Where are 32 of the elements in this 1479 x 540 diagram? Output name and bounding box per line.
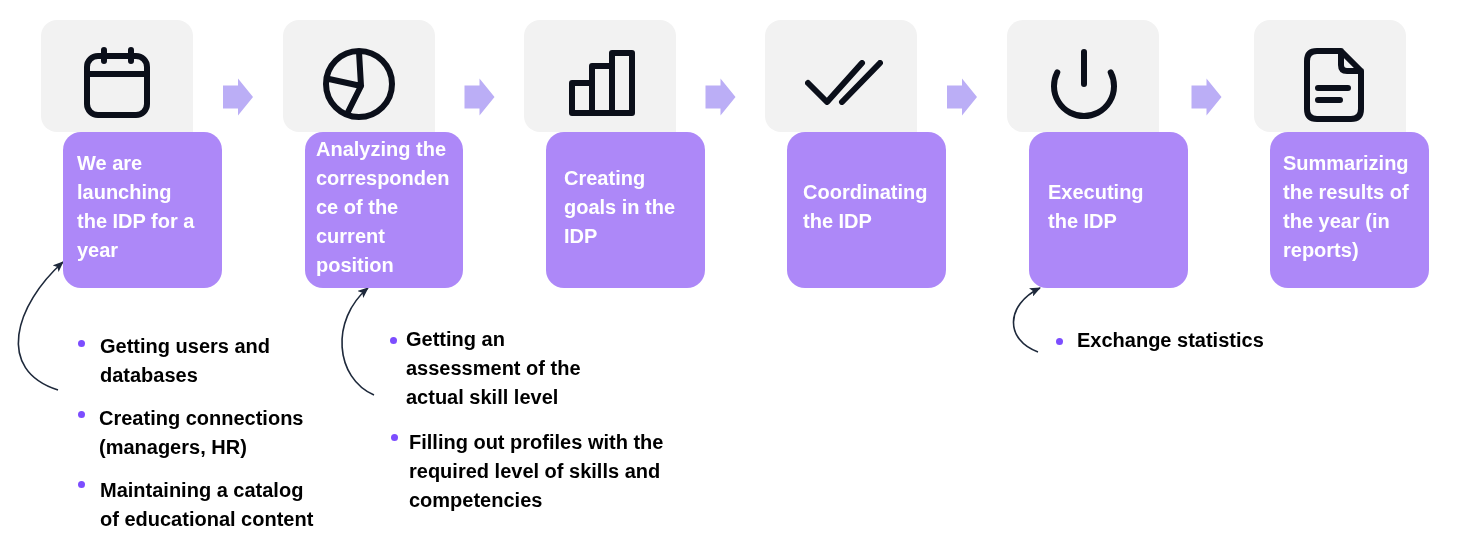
step-label: Executing the IDP [1048, 180, 1145, 234]
step-card [1270, 132, 1429, 288]
block-arrow [705, 78, 736, 116]
step-label: Creating goals in the IDP [564, 165, 677, 249]
step-card [787, 132, 946, 288]
bullet-text: Getting users and databases [100, 334, 272, 388]
curved-arrow [1012, 287, 1041, 353]
block-arrow [947, 78, 977, 116]
icon-tile [524, 20, 676, 132]
bullet-text: Maintaining a catalog of educational content [100, 478, 315, 532]
step-card [63, 132, 222, 288]
step-label: We are launching the IDP for a year [77, 151, 196, 263]
block-arrow [1191, 78, 1222, 116]
step-label: Coordinating the IDP [803, 180, 929, 234]
bullet-text: Exchange statistics [1077, 328, 1265, 353]
block-arrow [223, 78, 253, 116]
step-label: Summarizing the results of the year (in reports) [1283, 151, 1410, 263]
icon-tile [765, 20, 917, 132]
bullet-text: Filling out profiles with the required level of skills and competencies [409, 430, 665, 513]
icon-tile [1254, 20, 1406, 132]
icon-tile [41, 20, 193, 132]
block-arrow [464, 78, 495, 116]
bullet-text: Getting an assessment of the actual skill level [406, 327, 582, 410]
curved-arrow [341, 287, 375, 396]
step-card [1029, 132, 1188, 288]
icon-tile [1007, 20, 1159, 132]
step-label: Analyzing the correspondence of the current position [316, 136, 451, 278]
step-card [305, 132, 463, 288]
bullet-text: Creating connections (managers, HR) [99, 406, 305, 460]
icon-tile [283, 20, 435, 132]
curved-arrow [17, 261, 64, 391]
step-card [546, 132, 705, 288]
